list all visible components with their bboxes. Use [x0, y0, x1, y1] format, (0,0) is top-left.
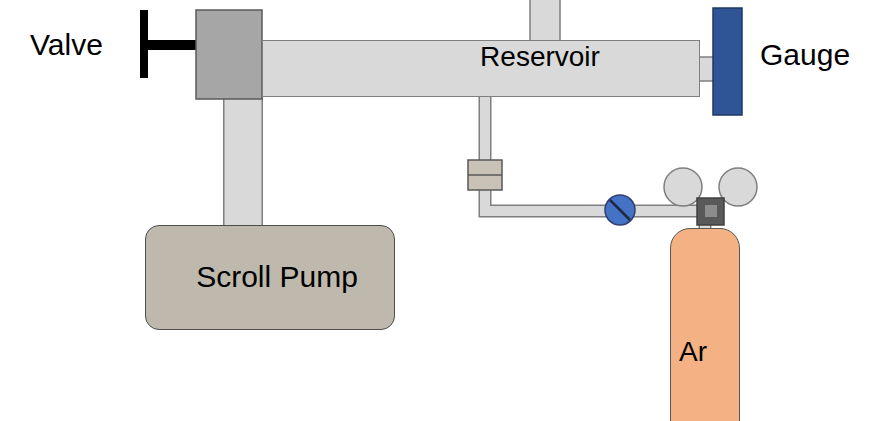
valve-handle [140, 10, 148, 78]
gauge-neck [699, 57, 714, 81]
gas-cylinder: Ar [670, 228, 740, 421]
needle-valve-mark [610, 200, 630, 220]
reservoir-tube: Reservoir [262, 40, 700, 97]
regulator-port [705, 205, 717, 217]
pipe-wall [485, 97, 705, 228]
coupling-seam [468, 174, 502, 176]
gauge-body [713, 8, 742, 115]
valve-stem [148, 40, 197, 50]
part-name: Gauge [760, 38, 850, 71]
regulator-body [697, 198, 724, 225]
node-label: Ar [679, 336, 707, 368]
node-label: Scroll Pump [196, 260, 358, 295]
needle-valve [605, 195, 635, 225]
pipe-connector [485, 97, 705, 228]
node-label: Reservoir [480, 41, 600, 73]
pipe-coupling [468, 160, 502, 190]
part-name: Valve [30, 28, 103, 61]
outlet-pipe [530, 0, 560, 41]
pump-box: Scroll Pump [145, 225, 395, 330]
valve-body [196, 10, 262, 99]
pipe-bore [485, 97, 705, 228]
